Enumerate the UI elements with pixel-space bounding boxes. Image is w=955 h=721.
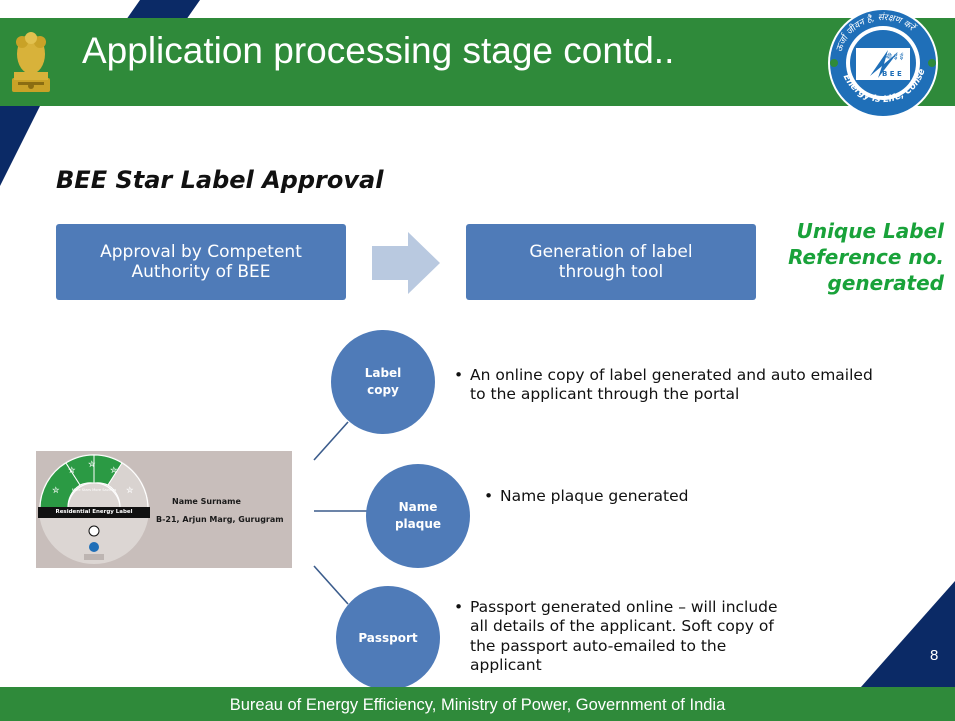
card-residential-text: Residential Energy Label bbox=[55, 509, 133, 515]
card-stars-text: More Stars More Savings bbox=[71, 488, 117, 492]
section-subtitle: BEE Star Label Approval bbox=[56, 166, 384, 194]
svg-text:✮: ✮ bbox=[110, 465, 118, 475]
name-plaque-bullet-text: Name plaque generated bbox=[500, 487, 689, 505]
passport-circle-text: Passport bbox=[358, 630, 418, 645]
energy-label-image: ✮ ✮ ✮ ✮ ✮ More Stars More Savings Reside… bbox=[36, 451, 292, 568]
national-emblem-icon bbox=[12, 32, 50, 92]
logo-bee-text: B E E bbox=[882, 70, 902, 78]
logo-hindi-text: बी ई ई bbox=[886, 52, 904, 61]
step-generation-text: Generation of label through tool bbox=[529, 241, 693, 282]
step-approval-text: Approval by Competent Authority of BEE bbox=[100, 241, 302, 282]
step-approval-box: Approval by Competent Authority of BEE bbox=[56, 224, 346, 300]
label-copy-circle: Label copy bbox=[331, 330, 435, 434]
unique-reference-line1: Unique Label bbox=[796, 219, 944, 243]
label-copy-circle-text: Label copy bbox=[364, 366, 402, 397]
card-name-text: Name Surname bbox=[172, 497, 241, 506]
diagonal-accent-left bbox=[0, 106, 40, 186]
svg-text:✮: ✮ bbox=[68, 465, 76, 475]
passport-circle: Passport bbox=[336, 586, 440, 690]
svg-text:✮: ✮ bbox=[88, 459, 96, 469]
slide-title: Application processing stage contd.. bbox=[82, 30, 675, 71]
bee-logo-icon: बी ई ई B E E ऊर्जा जीवन है, संरक्षण करें… bbox=[826, 6, 938, 118]
page-number: 8 bbox=[930, 647, 939, 664]
passport-bullet: • Passport generated online – will inclu… bbox=[454, 598, 784, 676]
svg-text:✮: ✮ bbox=[126, 485, 134, 495]
step-generation-box: Generation of label through tool bbox=[466, 224, 756, 300]
unique-reference-line2: Reference no. bbox=[788, 245, 944, 269]
label-copy-bullet: • An online copy of label generated and … bbox=[454, 366, 873, 404]
header-band bbox=[0, 18, 955, 106]
name-plaque-bullet: • Name plaque generated bbox=[484, 487, 744, 506]
diagonal-accent-top bbox=[127, 0, 200, 18]
corner-decoration-bottom-right bbox=[861, 581, 955, 687]
card-address-text: B-21, Arjun Marg, Gurugram bbox=[156, 515, 284, 524]
star-gauge-icon: ✮ ✮ ✮ ✮ ✮ bbox=[38, 454, 150, 564]
unique-reference-note: Unique Label Reference no. generated bbox=[760, 218, 944, 296]
unique-reference-line3: generated bbox=[827, 271, 944, 295]
name-plaque-circle-text: Name plaque bbox=[394, 500, 442, 531]
name-plaque-circle: Name plaque bbox=[366, 464, 470, 568]
footer-text: Bureau of Energy Efficiency, Ministry of… bbox=[229, 696, 726, 714]
right-arrow-icon bbox=[372, 232, 440, 294]
svg-text:✮: ✮ bbox=[52, 485, 60, 495]
footer-band bbox=[0, 687, 955, 721]
passport-bullet-text: Passport generated online – will include… bbox=[470, 598, 778, 675]
label-copy-bullet-text: An online copy of label generated and au… bbox=[470, 366, 873, 404]
